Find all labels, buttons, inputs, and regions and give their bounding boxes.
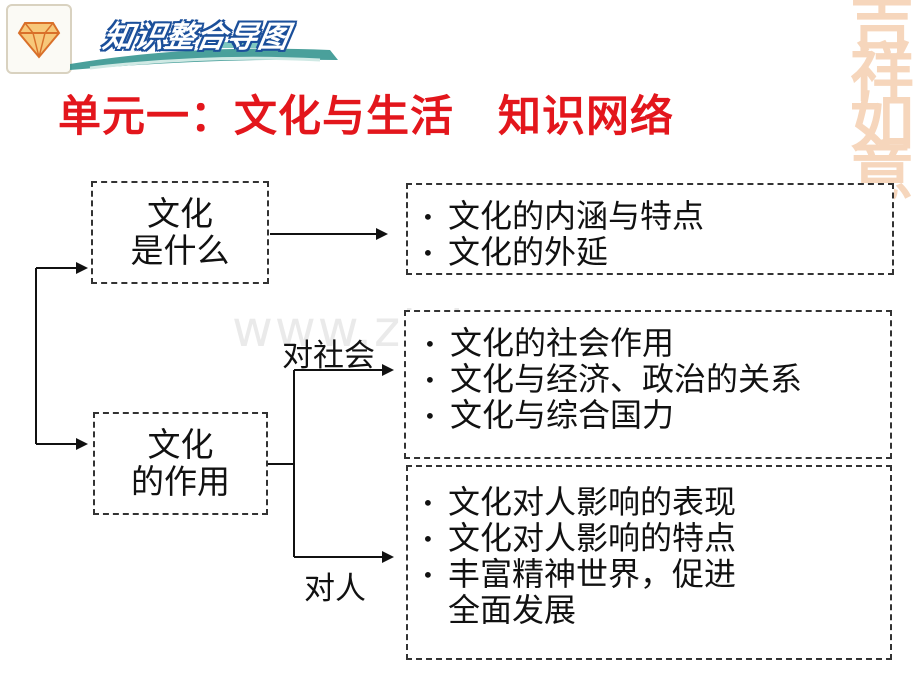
list-item: • 文化的外延 (418, 233, 892, 271)
box-culture-what-list: • 文化的内涵与特点 • 文化的外延 (418, 197, 892, 271)
banner-logo (6, 4, 72, 74)
node-culture-what: 文化 是什么 (91, 181, 269, 284)
edge-label-society: 对社会 (282, 338, 375, 374)
list-item: • 丰富精神世界，促进 (418, 555, 890, 593)
node-culture-what-line2: 是什么 (130, 230, 230, 270)
list-item: • 文化的社会作用 (420, 324, 890, 362)
node-culture-role-line1: 文化 (147, 424, 214, 464)
list-item-text: 文化的内涵与特点 (448, 197, 705, 235)
list-item-text: 文化对人影响的特点 (448, 519, 737, 557)
bullet-spacer (418, 593, 448, 628)
bullet-icon: • (424, 368, 436, 392)
bullet-icon: • (422, 241, 434, 265)
bullet-icon: • (422, 527, 434, 551)
list-item: • 文化与经济、政治的关系 (420, 360, 890, 398)
box-culture-society: • 文化的社会作用 • 文化与经济、政治的关系 • 文化与综合国力 (404, 310, 892, 459)
box-culture-person-list: • 文化对人影响的表现 • 文化对人影响的特点 • 丰富精神世界，促进 全面发展 (418, 483, 890, 629)
list-item-text: 全面发展 (448, 591, 577, 629)
list-item: • 文化对人影响的表现 (418, 483, 890, 521)
list-item-text: 丰富精神世界，促进 (448, 555, 737, 593)
box-culture-what: • 文化的内涵与特点 • 文化的外延 (406, 183, 894, 275)
bullet-icon: • (422, 205, 434, 229)
list-item: • 文化与综合国力 (420, 396, 890, 434)
page-title: 单元一：文化与生活 知识网络 (58, 92, 674, 142)
box-culture-society-list: • 文化的社会作用 • 文化与经济、政治的关系 • 文化与综合国力 (420, 324, 890, 434)
list-item: • 文化对人影响的特点 (418, 519, 890, 557)
bullet-icon: • (424, 404, 436, 428)
node-culture-role-line2: 的作用 (131, 461, 230, 501)
edge-label-person: 对人 (304, 571, 366, 607)
list-item: • 文化的内涵与特点 (418, 197, 892, 235)
node-culture-role: 文化 的作用 (93, 412, 268, 515)
list-item-text: 文化与经济、政治的关系 (450, 360, 803, 398)
bullet-icon: • (422, 563, 434, 587)
list-item-text: 文化的外延 (448, 233, 609, 271)
list-item-text: 文化与综合国力 (450, 396, 675, 434)
banner-stripes (70, 42, 338, 70)
box-culture-person: • 文化对人影响的表现 • 文化对人影响的特点 • 丰富精神世界，促进 全面发展 (406, 465, 892, 660)
diamond-icon (17, 22, 61, 59)
node-culture-what-line1: 文化 (147, 193, 213, 233)
list-item: 全面发展 (418, 591, 890, 629)
bullet-icon: • (422, 491, 434, 515)
bullet-icon: • (424, 332, 436, 356)
list-item-text: 文化的社会作用 (450, 324, 675, 362)
list-item-text: 文化对人影响的表现 (448, 483, 737, 521)
